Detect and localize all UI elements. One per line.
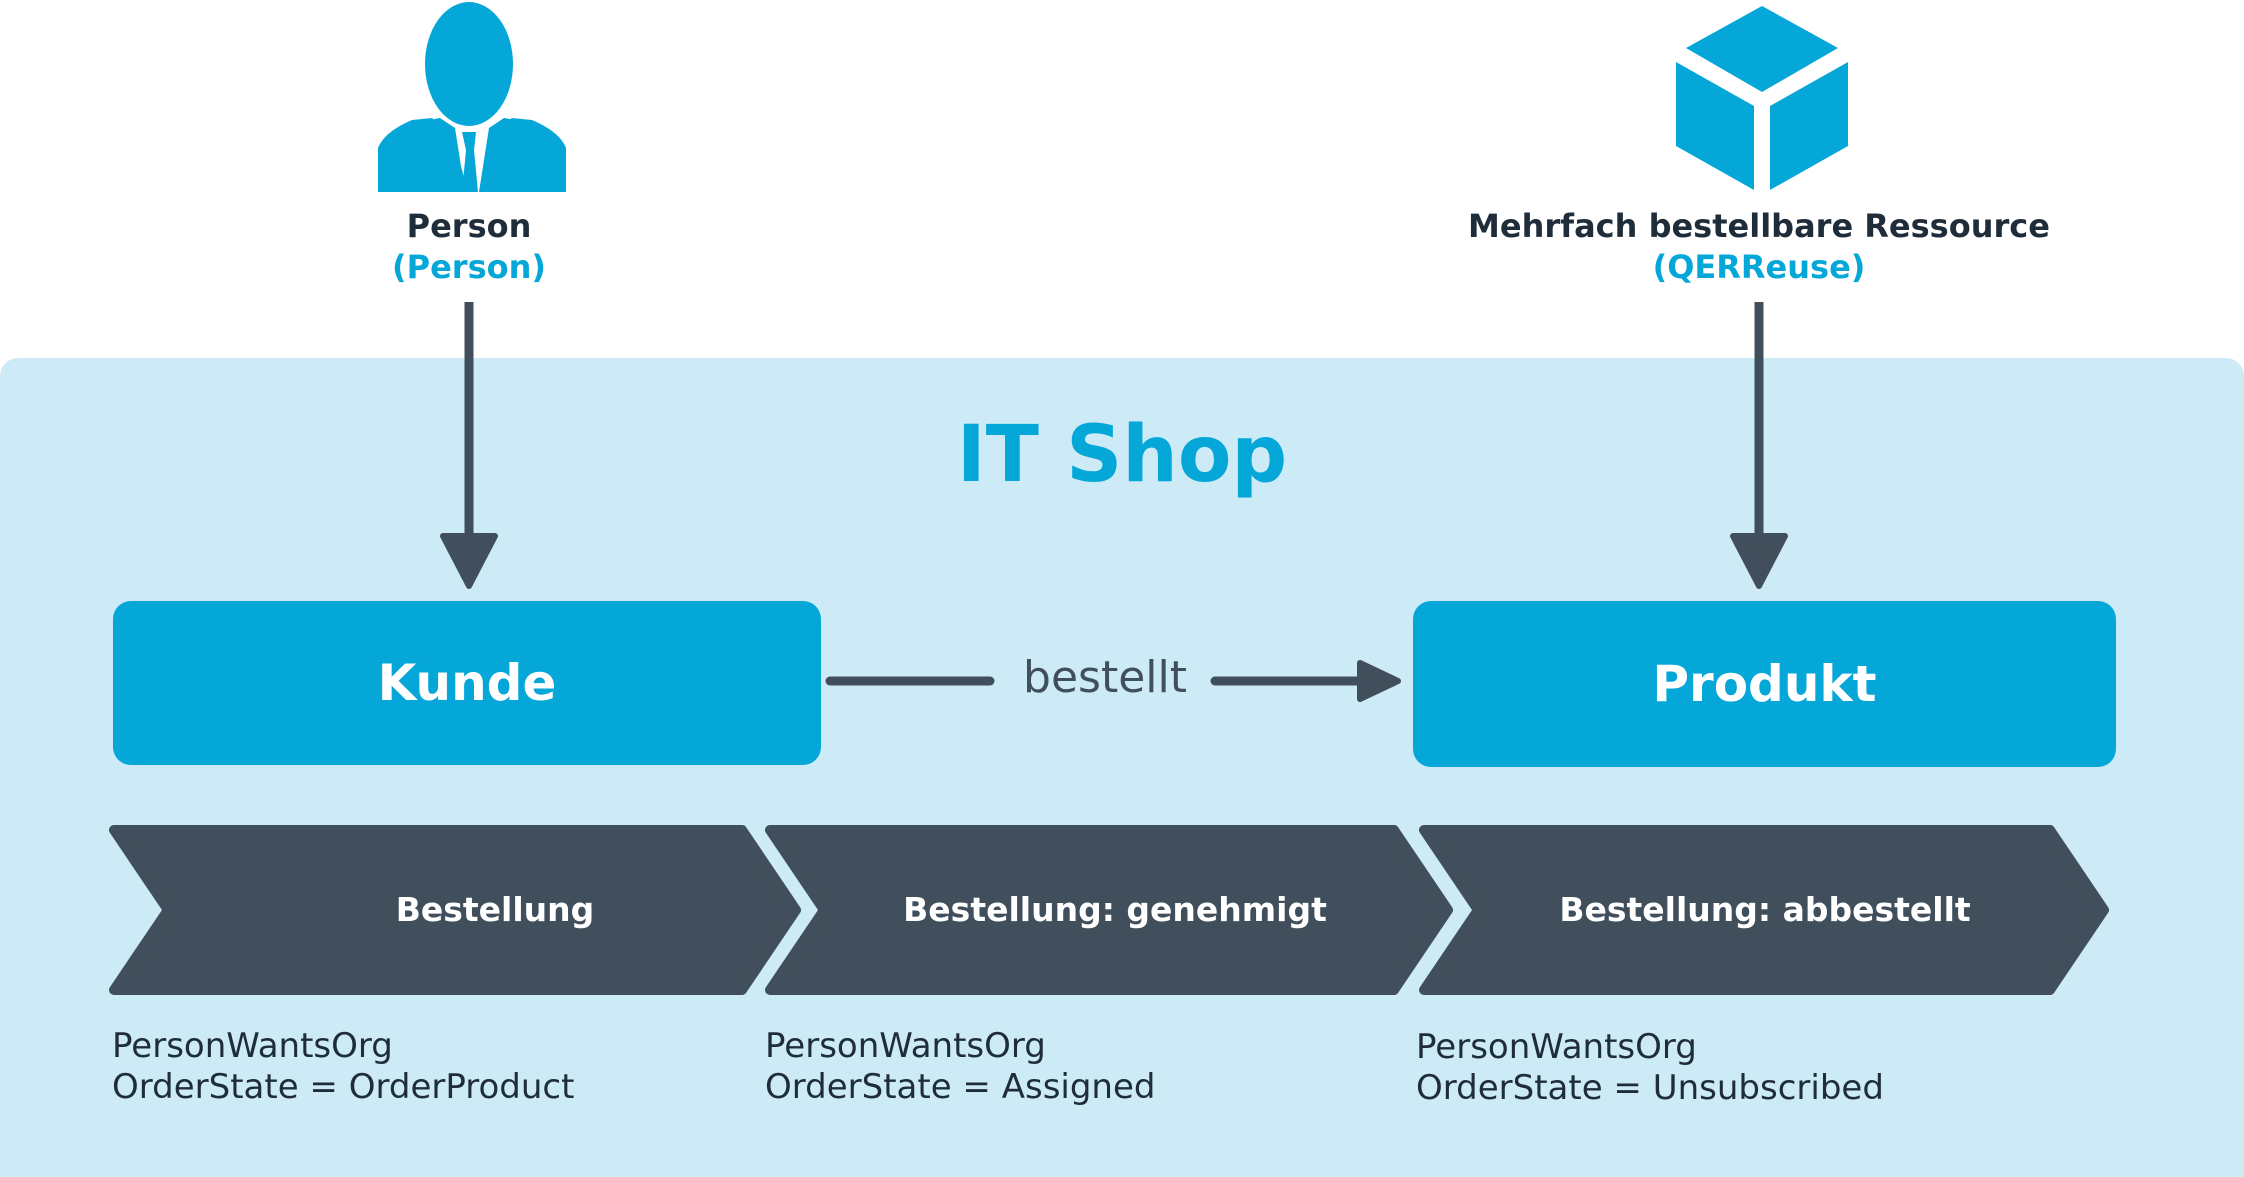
step-note-3-state: OrderState = Unsubscribed	[1416, 1068, 1884, 1108]
cube-icon	[1676, 6, 1848, 190]
it-shop-title: IT Shop	[956, 410, 1288, 500]
step-chevron-3	[1419, 825, 2109, 995]
step-label-2: Bestellung: genehmigt	[903, 890, 1327, 929]
resource-name: Mehrfach bestellbare Ressource	[1468, 207, 2050, 245]
it-shop-panel	[0, 358, 2244, 1177]
relation-label: bestellt	[1023, 652, 1187, 703]
step-note-1-table: PersonWantsOrg	[112, 1026, 393, 1066]
person-label: Person (Person)	[319, 206, 619, 288]
step-note-1: PersonWantsOrg OrderState = OrderProduct	[112, 1026, 574, 1108]
step-note-1-state: OrderState = OrderProduct	[112, 1067, 575, 1107]
step-chevron-2	[765, 825, 1453, 995]
step-note-2: PersonWantsOrg OrderState = Assigned	[765, 1026, 1156, 1108]
resource-label: Mehrfach bestellbare Ressource (QERReuse…	[1409, 206, 2109, 288]
step-note-3-table: PersonWantsOrg	[1416, 1027, 1697, 1067]
person-name: Person	[406, 207, 532, 245]
step-label-1: Bestellung	[395, 890, 595, 929]
arrow-customer-to-product	[825, 660, 1401, 702]
customer-box: Kunde	[113, 601, 821, 765]
step-note-2-state: OrderState = Assigned	[765, 1067, 1156, 1107]
step-note-2-table: PersonWantsOrg	[765, 1026, 1046, 1066]
resource-technical-name: (QERReuse)	[1652, 248, 1866, 286]
step-chevron-1	[109, 825, 801, 995]
person-icon	[378, 2, 566, 192]
step-label-3: Bestellung: abbestellt	[1559, 890, 1971, 929]
arrow-person-to-customer	[440, 302, 498, 589]
arrow-resource-to-product	[1730, 302, 1788, 589]
product-box: Produkt	[1413, 601, 2116, 767]
person-technical-name: (Person)	[392, 248, 546, 286]
step-note-3: PersonWantsOrg OrderState = Unsubscribed	[1416, 1027, 1884, 1109]
